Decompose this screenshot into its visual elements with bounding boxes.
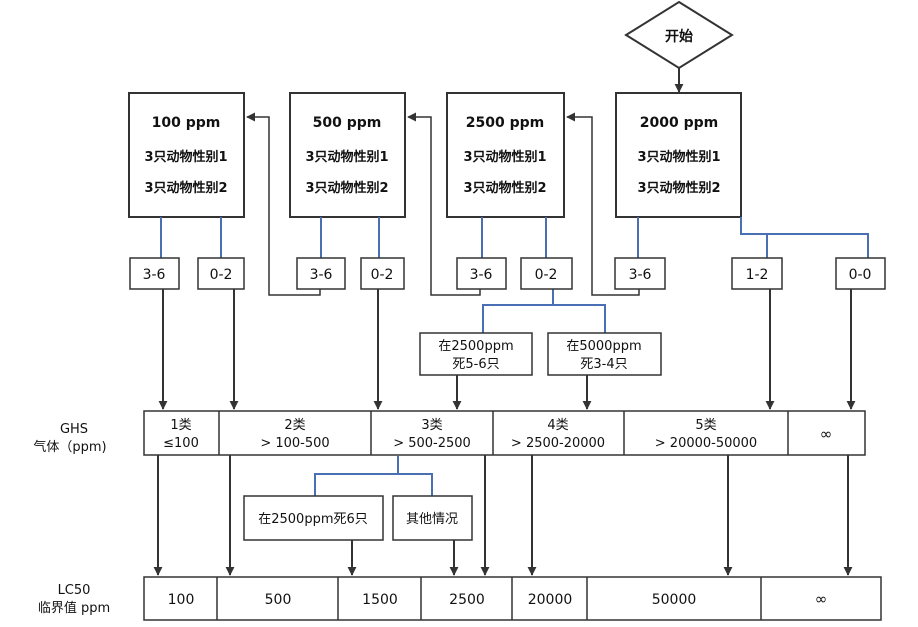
cat3-split-2500: 在2500ppm死6只 xyxy=(243,495,384,541)
svg-text:3-6: 3-6 xyxy=(629,267,652,283)
dose-box-2500: 2500 ppm 3只动物性别1 3只动物性别2 xyxy=(446,92,565,218)
ghs-category-3-name: 3类 xyxy=(421,418,442,433)
lc50-value-row: 100 500 1500 2500 20000 50000 ∞ xyxy=(143,576,882,621)
ghs-category-1-range: ≤100 xyxy=(163,436,199,451)
ghs-category-row: 1类 ≤100 2类 > 100-500 3类 > 500-2500 4类 > … xyxy=(143,410,866,456)
lc50-value: 100 xyxy=(168,592,195,608)
lc50-value: 50000 xyxy=(652,592,697,608)
lc50-label: LC50 xyxy=(58,583,91,598)
animals-sex1: 3只动物性别1 xyxy=(305,149,388,165)
outcome-box: 0-2 xyxy=(360,257,405,290)
dose-box-100: 100 ppm 3只动物性别1 3只动物性别2 xyxy=(128,92,245,218)
outcome-box: 1-2 xyxy=(731,257,783,290)
animals-sex2: 3只动物性别2 xyxy=(144,180,227,196)
sub-outcome-5000: 在5000ppm 死3-4只 xyxy=(547,332,662,376)
start-label: 开始 xyxy=(665,28,693,45)
dose-label: 100 ppm xyxy=(152,115,221,131)
ghs-category-5-range: > 20000-50000 xyxy=(655,436,757,451)
sub-outcome-2500: 在2500ppm 死5-6只 xyxy=(419,332,533,376)
svg-text:0-0: 0-0 xyxy=(849,267,872,283)
svg-text:在2500ppm死6只: 在2500ppm死6只 xyxy=(258,512,368,527)
svg-text:3-6: 3-6 xyxy=(470,267,493,283)
arrows-to-lc50 xyxy=(153,455,853,576)
ghs-category-5-name: 5类 xyxy=(695,418,716,433)
ghs-category-4-range: > 2500-20000 xyxy=(511,436,605,451)
ghs-category-1-name: 1类 xyxy=(170,418,191,433)
lc50-value: 2500 xyxy=(449,592,485,608)
animals-sex2: 3只动物性别2 xyxy=(463,180,546,196)
svg-text:1-2: 1-2 xyxy=(746,267,769,283)
svg-text:3-6: 3-6 xyxy=(143,267,166,283)
cat3-split-other: 其他情况 xyxy=(392,495,473,541)
ghs-category-infinity: ∞ xyxy=(820,425,833,443)
outcome-box: 3-6 xyxy=(614,257,666,290)
dose-label: 2500 ppm xyxy=(466,115,544,131)
ghs-label: GHS xyxy=(60,422,88,437)
outcome-box: 3-6 xyxy=(456,257,507,290)
ghs-sublabel: 气体（ppm) xyxy=(33,439,106,455)
svg-text:死3-4只: 死3-4只 xyxy=(580,357,627,372)
svg-text:0-2: 0-2 xyxy=(210,267,233,283)
svg-text:0-2: 0-2 xyxy=(371,267,394,283)
svg-text:0-2: 0-2 xyxy=(535,267,558,283)
ghs-category-3-range: > 500-2500 xyxy=(393,436,471,451)
dose-box-500: 500 ppm 3只动物性别1 3只动物性别2 xyxy=(289,92,406,218)
animals-sex1: 3只动物性别1 xyxy=(463,149,546,165)
lc50-value: 500 xyxy=(265,592,292,608)
svg-text:其他情况: 其他情况 xyxy=(406,512,458,527)
arrows-to-ghs xyxy=(158,289,856,410)
dose-box-2000: 2000 ppm 3只动物性别1 3只动物性别2 xyxy=(615,92,742,218)
blue-connectors xyxy=(160,217,869,496)
animals-sex1: 3只动物性别1 xyxy=(144,149,227,165)
ghs-category-2-name: 2类 xyxy=(284,418,305,433)
dose-label: 500 ppm xyxy=(313,115,382,131)
outcome-box: 3-6 xyxy=(296,257,346,290)
dose-label: 2000 ppm xyxy=(640,115,718,131)
svg-text:3-6: 3-6 xyxy=(310,267,333,283)
outcome-box: 0-0 xyxy=(835,257,886,290)
lc50-value: 1500 xyxy=(362,592,398,608)
ghs-category-2-range: > 100-500 xyxy=(260,436,329,451)
lc50-value-infinity: ∞ xyxy=(815,590,828,608)
animals-sex2: 3只动物性别2 xyxy=(305,180,388,196)
outcome-box: 0-2 xyxy=(520,257,573,290)
outcome-box: 0-2 xyxy=(197,257,245,290)
animals-sex2: 3只动物性别2 xyxy=(637,180,720,196)
animals-sex1: 3只动物性别1 xyxy=(637,149,720,165)
svg-text:死5-6只: 死5-6只 xyxy=(452,357,499,372)
svg-text:在2500ppm: 在2500ppm xyxy=(438,339,513,354)
outcome-box: 3-6 xyxy=(129,257,180,290)
lc50-sublabel: 临界值 ppm xyxy=(38,600,110,616)
lc50-value: 20000 xyxy=(528,592,573,608)
svg-text:在5000ppm: 在5000ppm xyxy=(566,339,641,354)
feedback-arrows xyxy=(246,112,640,296)
ghs-category-4-name: 4类 xyxy=(547,418,568,433)
